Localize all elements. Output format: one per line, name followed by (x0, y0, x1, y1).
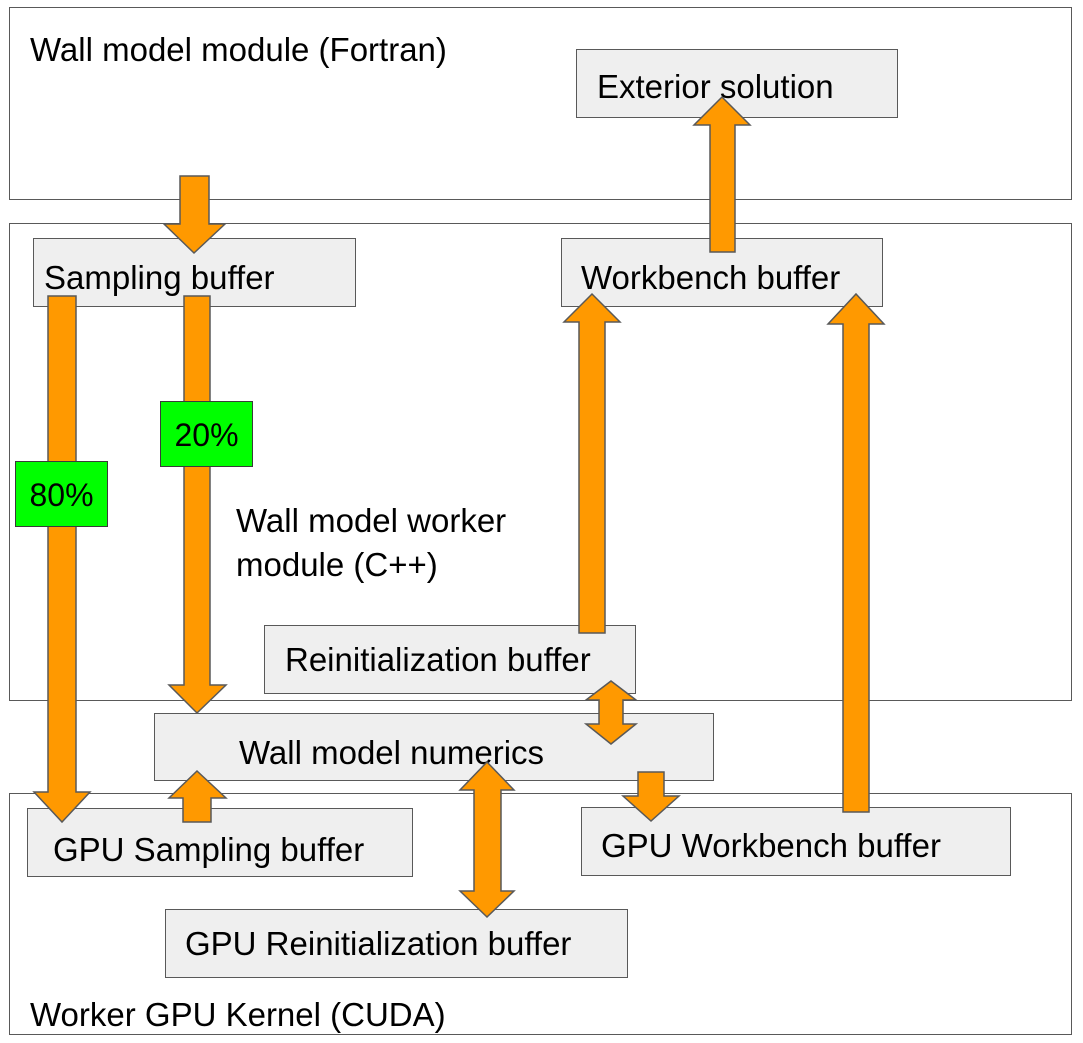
exterior-solution-label: Exterior solution (597, 68, 834, 105)
arrow-reinit-to-workbench (562, 292, 622, 634)
arrow-sampling-to-gpu-sampling (32, 295, 92, 824)
sampling-buffer-label: Sampling buffer (44, 259, 275, 296)
gpu-sampling-buffer-label: GPU Sampling buffer (53, 831, 365, 868)
wall-model-numerics-label: Wall model numerics (239, 734, 545, 771)
fortran-module (9, 7, 1072, 200)
arrow-gpu-workbench-to-workbench (826, 292, 886, 813)
cpp-module-label-line2: module (C++) (236, 546, 438, 583)
arrow-numerics-to-gpu-workbench (621, 771, 681, 823)
badge-20-percent: 20% (160, 401, 253, 467)
workbench-buffer-label: Workbench buffer (581, 259, 841, 296)
reinitialization-buffer-label: Reinitialization buffer (285, 641, 591, 678)
workbench-buffer-box: Workbench buffer (561, 238, 883, 307)
gpu-reinitialization-buffer-label: GPU Reinitialization buffer (185, 925, 572, 962)
arrow-fortran-to-sampling (162, 175, 227, 255)
arrow-reinit-numerics-bidirectional (583, 680, 639, 745)
gpu-sampling-buffer-box: GPU Sampling buffer (27, 808, 413, 877)
arrow-workbench-to-exterior (692, 95, 752, 253)
fortran-module-label: Wall model module (Fortran) (30, 31, 447, 68)
exterior-solution-box: Exterior solution (576, 49, 898, 118)
cpp-module (9, 223, 1072, 701)
arrow-gpu-sampling-to-numerics (167, 769, 228, 823)
gpu-workbench-buffer-label: GPU Workbench buffer (601, 827, 941, 864)
arrow-numerics-gpu-reinit-bidirectional (458, 760, 516, 919)
arrow-sampling-to-numerics (167, 295, 228, 715)
badge-80-percent: 80% (15, 461, 108, 527)
reinitialization-buffer-box: Reinitialization buffer (264, 625, 636, 694)
cuda-module-label: Worker GPU Kernel (CUDA) (30, 996, 446, 1033)
gpu-reinitialization-buffer-box: GPU Reinitialization buffer (165, 909, 628, 978)
cuda-module (9, 793, 1072, 1035)
cpp-module-label-line1: Wall model worker (236, 502, 507, 539)
